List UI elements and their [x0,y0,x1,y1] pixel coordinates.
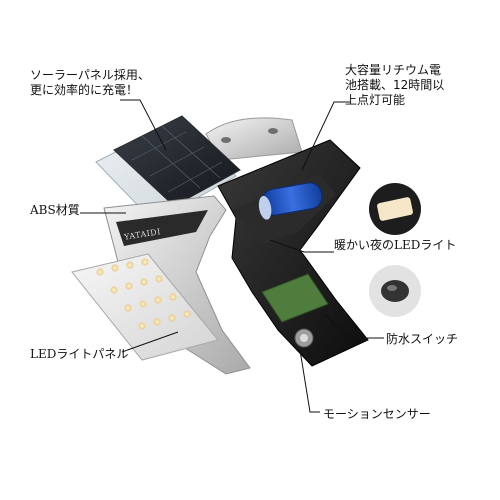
label-led-panel: LEDライトパネル [30,347,129,361]
label-battery: 大容量リチウム電 池搭載、12時間以 上点灯可能 [345,63,444,108]
label-waterproof-switch: 防水スイッチ [386,332,459,346]
label-motion-sensor: モーションセンサー [323,407,431,421]
label-solar-panel: ソーラーパネル採用、 更に効率的に充電！ [30,68,150,98]
label-battery-line-2: 池搭載、12時間以 [345,78,445,92]
label-solar-line-1: ソーラーパネル採用、 [30,68,150,82]
led-panel [71,253,219,361]
solar-panel-icon [95,115,241,223]
led-bulb-icon [96,258,191,330]
battery-icon [258,182,323,220]
label-battery-line-1: 大容量リチウム電 [345,63,442,77]
switch-icon [369,265,421,317]
label-battery-line-3: 上点灯可能 [345,93,406,107]
warm-led-inset [369,183,421,235]
motion-sensor-icon [261,273,329,348]
label-warm-led: 暖かい夜のLEDライト [334,238,457,252]
black-housing [217,139,369,367]
label-abs-material: ABS材質 [30,203,80,217]
label-solar-line-2: 更に効率的に充電！ [30,83,139,97]
leader-lines [80,99,384,413]
wall-bracket [205,117,303,161]
